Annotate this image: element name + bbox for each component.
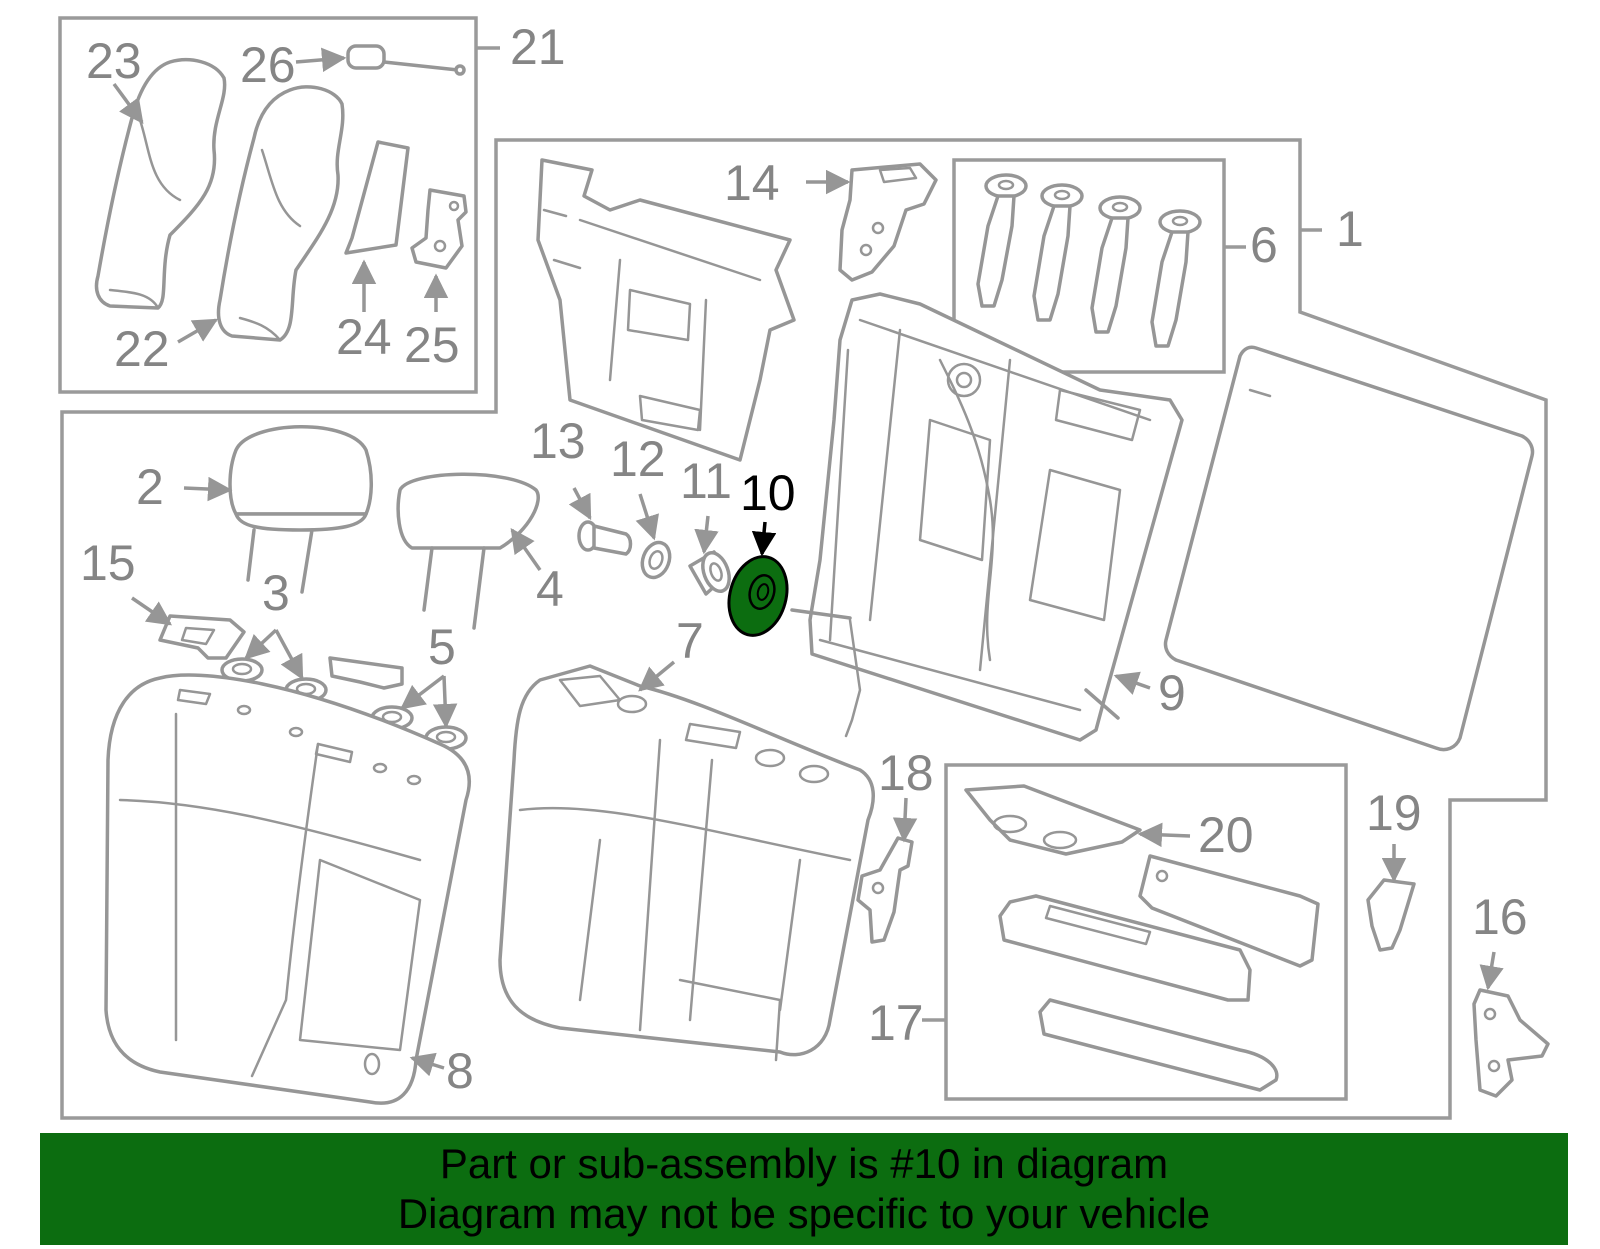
callout-3: 3 [262, 565, 290, 621]
callout-12: 12 [610, 431, 666, 487]
callout-26: 26 [240, 37, 296, 93]
callout-13: 13 [530, 413, 586, 469]
callout-7: 7 [676, 613, 704, 669]
callout-20: 20 [1198, 807, 1254, 863]
back-panel [536, 158, 796, 462]
callout-5: 5 [428, 619, 456, 675]
group-17-frame [922, 763, 1348, 1101]
callout-23: 23 [86, 33, 142, 89]
callout-10-highlighted: 10 [740, 465, 796, 521]
callout-15: 15 [80, 535, 136, 591]
callout-24: 24 [336, 309, 392, 365]
part-2-headrest [228, 425, 374, 594]
part-13-bolt [577, 520, 633, 556]
info-banner: Part or sub-assembly is #10 in diagram D… [40, 1133, 1568, 1245]
callout-arrows [112, 47, 1504, 1077]
callout-18: 18 [878, 745, 934, 801]
callout-labels: 1 2 3 4 5 6 7 8 9 10 11 12 13 14 15 16 1… [80, 19, 1528, 1099]
callout-1: 1 [1336, 201, 1364, 257]
part-14-latch [838, 162, 938, 282]
group-21-frame [58, 16, 500, 394]
callout-19: 19 [1366, 785, 1422, 841]
part-25-bracket [410, 188, 468, 270]
part-11-bushing [688, 550, 731, 596]
callout-2: 2 [136, 459, 164, 515]
part-19-cover [1366, 878, 1416, 952]
banner-line-2: Diagram may not be specific to your vehi… [397, 1190, 1211, 1237]
part-23-back-pad [94, 58, 227, 310]
part-9-back-frame [790, 292, 1184, 742]
callout-4: 4 [536, 561, 564, 617]
part-15-bezel [158, 614, 246, 660]
group-6-frame [952, 158, 1246, 374]
group-1-frame [60, 138, 1548, 1120]
part-22-back-cover [216, 85, 345, 342]
banner-line-1: Part or sub-assembly is #10 in diagram [439, 1140, 1169, 1187]
part-10-bushing-highlighted[interactable] [721, 550, 796, 642]
part-8-back-cushion [104, 673, 471, 1105]
part-26-rod [346, 44, 466, 76]
armrest-door [1138, 854, 1320, 968]
callout-14: 14 [724, 155, 780, 211]
callout-8: 8 [446, 1043, 474, 1099]
callout-22: 22 [114, 321, 170, 377]
part-3-guides [220, 657, 328, 703]
rear-board [1163, 345, 1535, 752]
part-18-latch [856, 836, 914, 944]
armrest-body [998, 894, 1252, 1002]
part-24-panel [344, 140, 410, 255]
callout-21: 21 [510, 19, 566, 75]
part-20-cup-holder [964, 784, 1142, 856]
part-7-back-cushion [498, 664, 875, 1062]
callout-6: 6 [1250, 217, 1278, 273]
callout-25: 25 [404, 317, 460, 373]
part-16-bracket [1472, 988, 1550, 1098]
part-12-washer [640, 540, 672, 580]
callout-16: 16 [1472, 889, 1528, 945]
part-6-guides [976, 173, 1202, 348]
callout-17: 17 [868, 995, 924, 1051]
part-4-headrest [396, 472, 540, 630]
armrest-pad [1038, 998, 1279, 1092]
bezel-piece [328, 656, 404, 690]
callout-9: 9 [1158, 665, 1186, 721]
callout-11: 11 [680, 453, 732, 509]
